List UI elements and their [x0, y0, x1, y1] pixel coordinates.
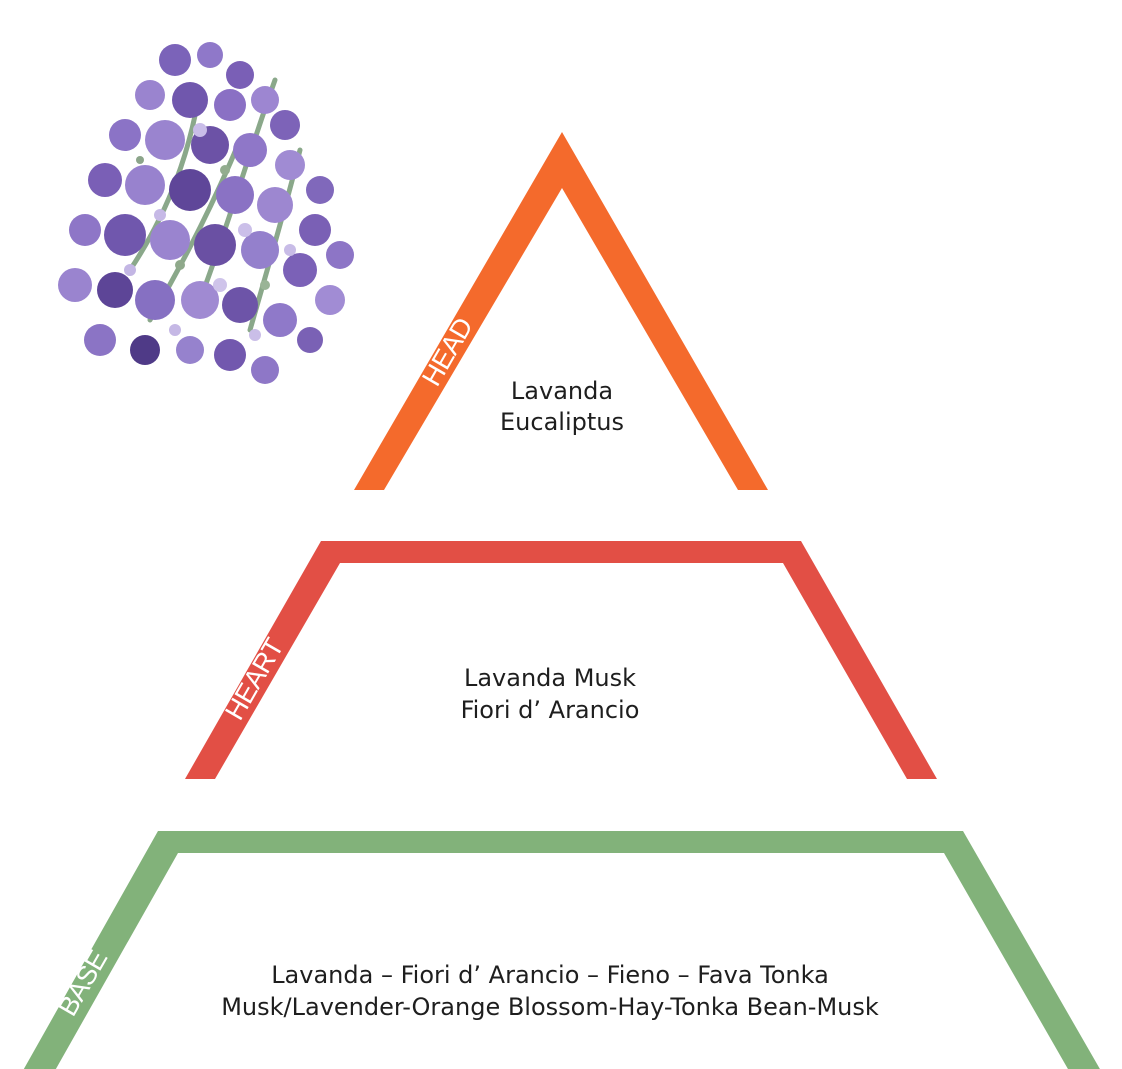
base-tier: BASE Lavanda – Fiori d’ Arancio – Fieno …	[23, 831, 1100, 1069]
head-tier-frame	[354, 132, 768, 490]
heart-tier-label: HEART	[219, 633, 289, 725]
heart-note-line-1: Lavanda Musk	[464, 664, 636, 692]
base-note-line-2: Musk/Lavender-Orange Blossom-Hay-Tonka B…	[221, 993, 879, 1021]
lavender-blossoms	[58, 42, 354, 384]
base-tier-frame	[23, 831, 1100, 1069]
head-tier: HEAD Lavanda Eucaliptus	[354, 132, 768, 490]
heart-tier: HEART Lavanda Musk Fiori d’ Arancio	[185, 541, 937, 779]
head-tier-label: HEAD	[416, 313, 478, 391]
heart-tier-frame	[185, 541, 937, 779]
head-note-line-1: Lavanda	[511, 377, 613, 405]
heart-note-line-2: Fiori d’ Arancio	[461, 696, 640, 724]
head-note-line-2: Eucaliptus	[500, 408, 624, 436]
lavender-illustration	[58, 42, 354, 384]
base-note-line-1: Lavanda – Fiori d’ Arancio – Fieno – Fav…	[271, 961, 829, 989]
